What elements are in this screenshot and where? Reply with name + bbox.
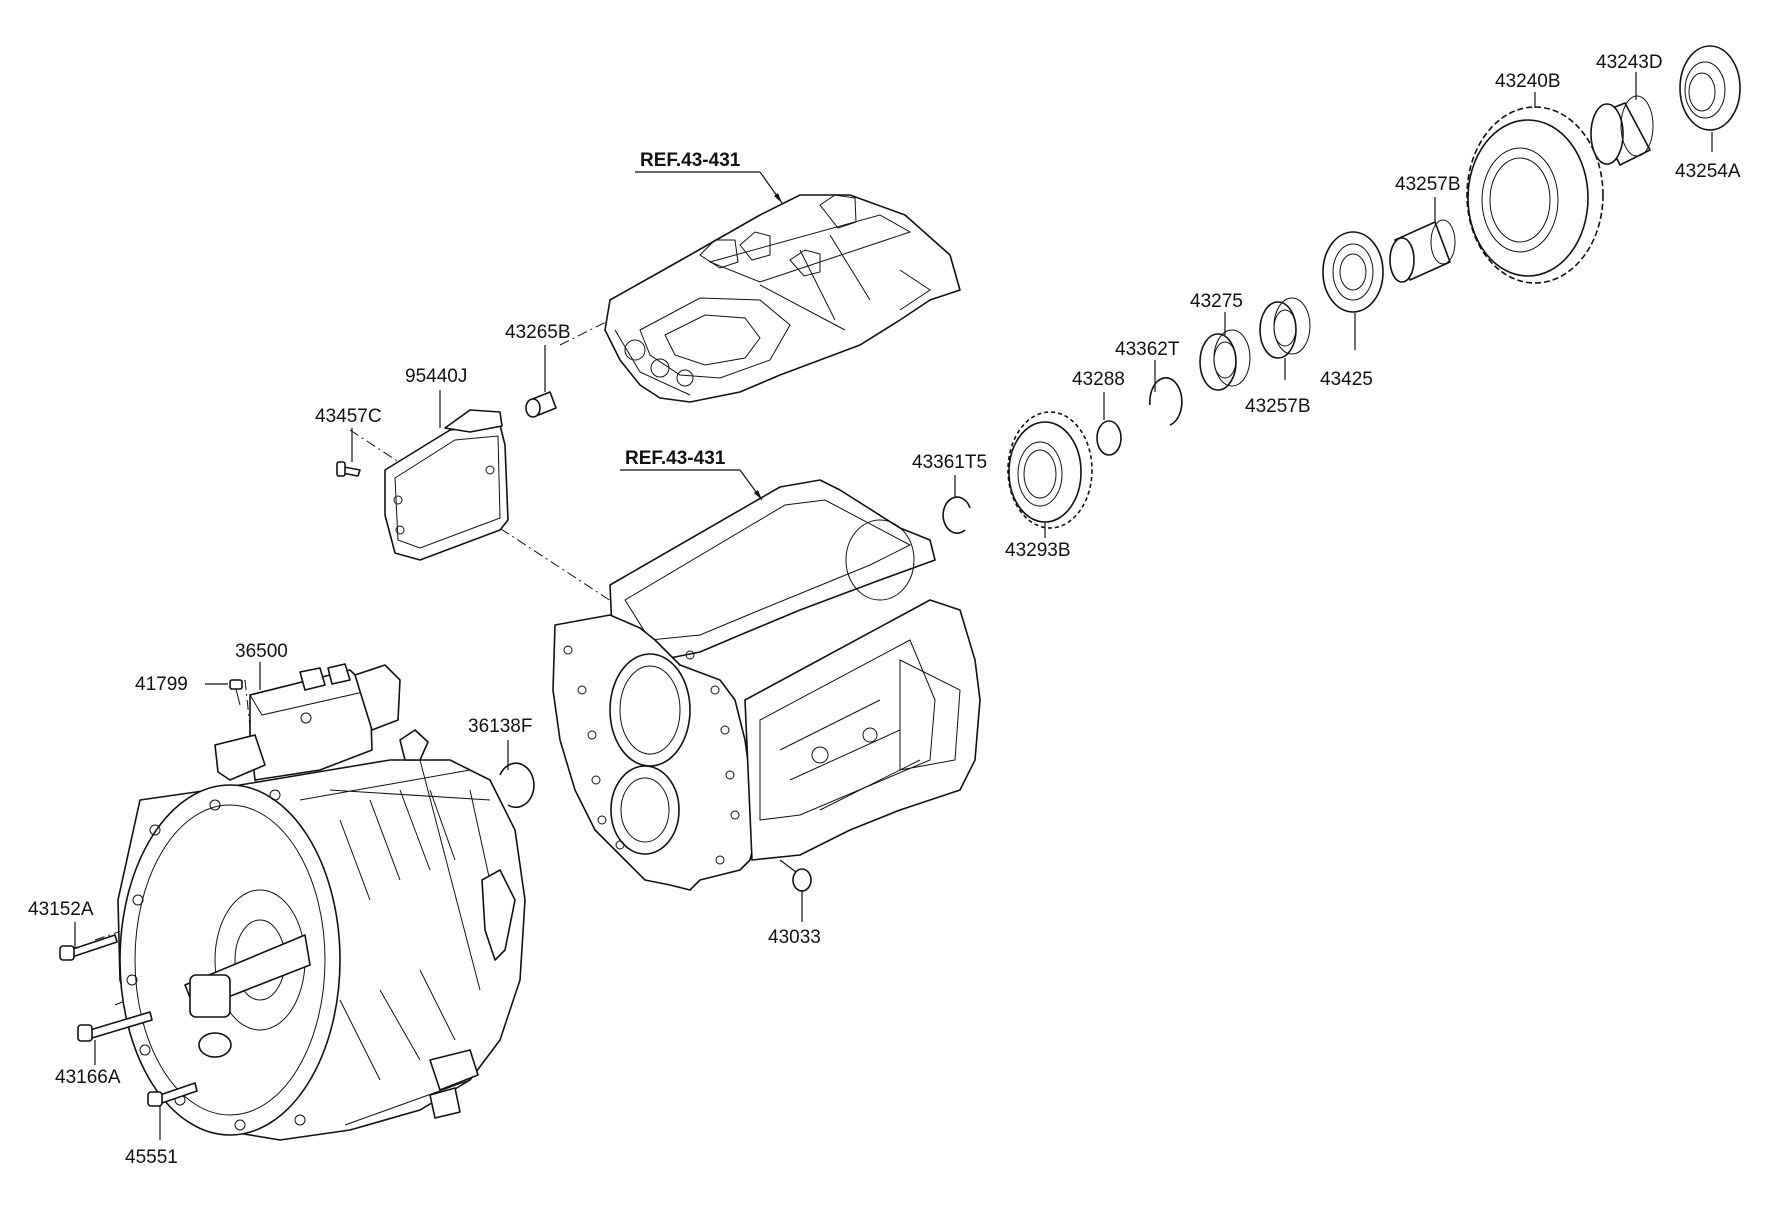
inverter-module-36500	[214, 663, 401, 781]
snap-ring-43362T	[1149, 377, 1183, 426]
motor-housing	[117, 729, 526, 1141]
part-label-43275[interactable]: 43275	[1190, 291, 1243, 312]
part-label-43293B[interactable]: 43293B	[1005, 540, 1071, 561]
sleeve-43265B	[525, 391, 557, 418]
bolt-43166A	[77, 1011, 153, 1042]
ball-bearing-43254A	[1679, 45, 1741, 131]
ref-label-upper-case[interactable]: REF.43-431	[640, 150, 741, 171]
part-label-45551[interactable]: 45551	[125, 1147, 178, 1168]
part-label-43152A[interactable]: 43152A	[28, 899, 94, 920]
upper-transmission-case	[604, 194, 961, 403]
part-label-41799[interactable]: 41799	[135, 674, 188, 695]
part-label-43361T5[interactable]: 43361T5	[912, 452, 987, 473]
bolt-43152A	[59, 934, 118, 961]
snap-ring-36138F	[499, 762, 535, 809]
bolt-43457C	[336, 461, 361, 477]
sleeve-43243D	[1590, 95, 1654, 166]
reference-labels: REF.43-431 REF.43-431	[625, 150, 741, 469]
part-label-43457C[interactable]: 43457C	[315, 406, 382, 427]
needle-bearing-43275	[1199, 329, 1251, 391]
gear-43240B	[1466, 106, 1604, 284]
snap-ring-43361T5	[942, 496, 971, 534]
sleeve-43257B-upper	[1389, 219, 1456, 283]
ring-43288	[1096, 420, 1122, 456]
part-label-43033[interactable]: 43033	[768, 927, 821, 948]
part-label-43288[interactable]: 43288	[1072, 369, 1125, 390]
part-label-43254A[interactable]: 43254A	[1675, 161, 1741, 182]
part-label-43243D[interactable]: 43243D	[1596, 52, 1663, 73]
part-label-36500[interactable]: 36500	[235, 641, 288, 662]
ball-bearing-43425	[1322, 231, 1384, 313]
part-label-43257B-lower[interactable]: 43257B	[1245, 396, 1311, 417]
controller-module-95440J	[384, 409, 509, 561]
bolt-41799	[229, 679, 243, 706]
part-label-43257B-upper[interactable]: 43257B	[1395, 174, 1461, 195]
part-label-43362T[interactable]: 43362T	[1115, 339, 1180, 360]
part-label-43240B[interactable]: 43240B	[1495, 71, 1561, 92]
ref-label-lower-case[interactable]: REF.43-431	[625, 448, 726, 469]
leader-lines	[74, 72, 1713, 1140]
needle-bearing-43257B-lower	[1259, 297, 1311, 359]
part-label-95440J[interactable]: 95440J	[405, 366, 467, 387]
lower-transmission-case	[552, 479, 981, 891]
part-number-labels: 43240B 43243D 43254A 43257B 43275 43362T…	[28, 52, 1741, 1168]
part-label-43166A[interactable]: 43166A	[55, 1067, 121, 1088]
part-label-36138F[interactable]: 36138F	[468, 716, 532, 737]
part-label-43265B[interactable]: 43265B	[505, 322, 571, 343]
part-label-43425[interactable]: 43425	[1320, 369, 1373, 390]
bolt-45551	[147, 1082, 198, 1107]
gear-43293B	[1007, 411, 1093, 529]
